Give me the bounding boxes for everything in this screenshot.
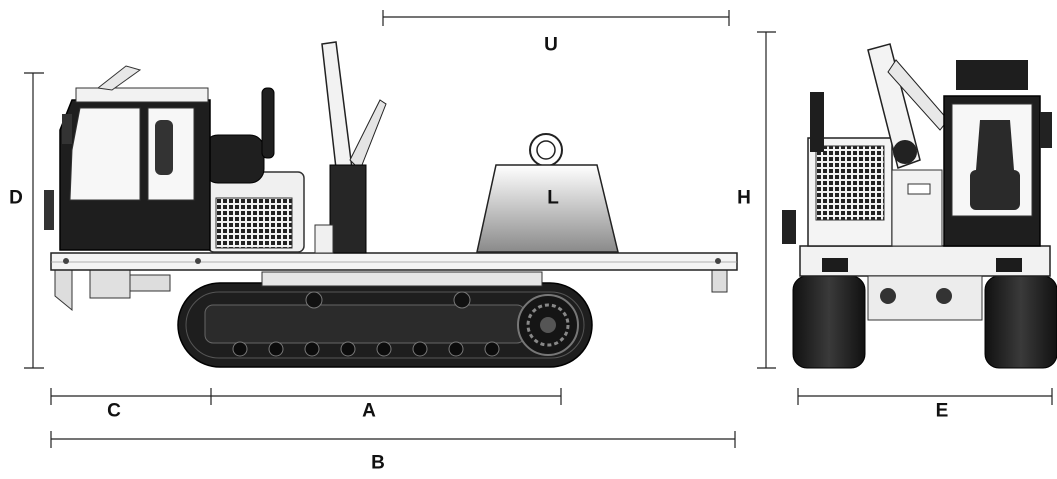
flat-deck — [50, 252, 738, 271]
dimension-h-line — [757, 31, 776, 369]
label-h: H — [737, 187, 751, 209]
front-view-carrier — [782, 43, 1057, 369]
crawler-track — [177, 282, 593, 368]
dimension-e-line — [797, 388, 1053, 405]
dimension-u-line — [382, 10, 730, 26]
load-weight — [476, 133, 619, 253]
label-b: B — [371, 452, 385, 474]
dimension-d-line — [24, 72, 44, 369]
label-a: A — [362, 400, 376, 422]
dimension-b-line — [50, 431, 736, 448]
front-right-wheel — [984, 275, 1057, 369]
front-body — [782, 92, 1051, 321]
front-crane — [867, 43, 949, 169]
side-view-carrier — [44, 41, 738, 368]
label-c: C — [107, 400, 121, 422]
dimension-ca-line — [50, 388, 562, 405]
label-u: U — [544, 34, 558, 56]
engine-housing — [203, 87, 305, 253]
label-e: E — [935, 400, 949, 422]
label-l: L — [547, 187, 559, 209]
label-d: D — [9, 187, 23, 209]
operator-cab — [44, 65, 211, 251]
front-left-wheel — [792, 275, 866, 369]
chassis-frame — [54, 267, 728, 312]
crane-boom — [314, 41, 387, 254]
front-cab — [943, 60, 1052, 247]
